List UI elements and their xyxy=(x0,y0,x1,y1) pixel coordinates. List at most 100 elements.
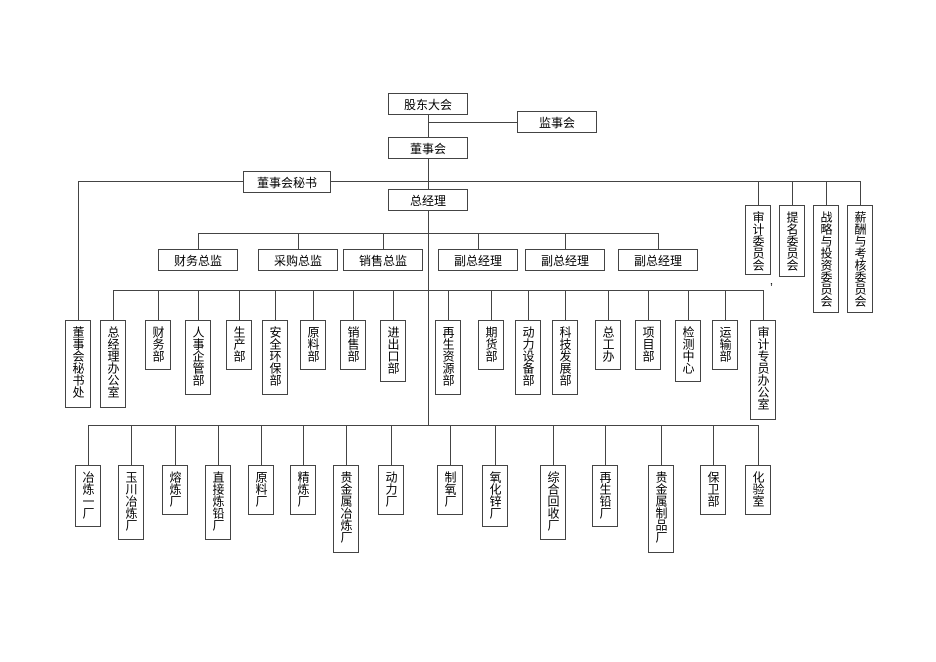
node-hr-management-dept: 人事企管部 xyxy=(185,320,211,395)
connector-line xyxy=(688,290,689,320)
connector-line xyxy=(218,425,219,465)
connector-line xyxy=(158,290,159,320)
connector-line xyxy=(448,290,449,320)
connector-line xyxy=(198,233,658,234)
connector-line xyxy=(383,233,384,249)
node-melting-plant: 熔炼厂 xyxy=(162,465,188,515)
node-board-secretariat: 董事会秘书处 xyxy=(65,320,91,408)
connector-line xyxy=(88,425,89,465)
node-deputy-general-manager-2: 副总经理 xyxy=(525,249,605,271)
connector-line xyxy=(713,425,714,465)
node-refining-plant: 精炼厂 xyxy=(290,465,316,515)
connector-line xyxy=(261,425,262,465)
connector-line xyxy=(826,181,827,205)
connector-line xyxy=(528,290,529,320)
connector-line xyxy=(113,290,763,291)
connector-line xyxy=(491,290,492,320)
node-transportation-dept: 运输部 xyxy=(712,320,738,370)
node-deputy-general-manager-3: 副总经理 xyxy=(618,249,698,271)
node-import-export-dept: 进出口部 xyxy=(380,320,406,382)
connector-line xyxy=(346,425,347,465)
connector-line xyxy=(275,290,276,320)
node-zinc-oxide-plant: 氧化锌厂 xyxy=(482,465,508,527)
connector-line xyxy=(131,425,132,465)
node-general-manager: 总经理 xyxy=(388,189,468,211)
node-direct-lead-smelting-plant: 直接炼铅厂 xyxy=(205,465,231,540)
connector-line xyxy=(78,181,79,320)
connector-line xyxy=(313,290,314,320)
connector-line xyxy=(608,290,609,320)
connector-line xyxy=(495,425,496,465)
connector-line xyxy=(113,290,114,320)
connector-line xyxy=(78,181,860,182)
node-tech-development-dept: 科技发展部 xyxy=(552,320,578,395)
connector-line xyxy=(239,290,240,320)
connector-line xyxy=(658,233,659,249)
connector-line xyxy=(478,233,479,249)
node-audit-specialist-office: 审计专员办公室 xyxy=(750,320,776,420)
connector-line xyxy=(198,290,199,320)
node-board-secretary: 董事会秘书 xyxy=(243,171,331,193)
connector-line xyxy=(428,159,429,189)
connector-line xyxy=(758,181,759,205)
node-chief-engineer-office: 总工办 xyxy=(595,320,621,370)
connector-line xyxy=(763,290,764,320)
connector-line xyxy=(725,290,726,320)
node-production-dept: 生产部 xyxy=(226,320,252,370)
node-renewable-resources-dept: 再生资源部 xyxy=(435,320,461,395)
node-yuchuan-smelting-plant: 玉川冶炼厂 xyxy=(118,465,144,540)
node-raw-materials-dept: 原料部 xyxy=(300,320,326,370)
connector-line xyxy=(565,290,566,320)
node-shareholders-meeting: 股东大会 xyxy=(388,93,468,115)
connector-line xyxy=(605,425,606,465)
node-supervisory-board: 监事会 xyxy=(517,111,597,133)
connector-line xyxy=(428,211,429,425)
node-precious-metal-products-plant: 贵金属制品厂 xyxy=(648,465,674,553)
node-oxygen-plant: 制氧厂 xyxy=(437,465,463,515)
node-safety-environment-dept: 安全环保部 xyxy=(262,320,288,395)
connector-line xyxy=(450,425,451,465)
connector-line xyxy=(353,290,354,320)
connector-line xyxy=(792,181,793,205)
node-precious-metal-smelting-plant: 贵金属冶炼厂 xyxy=(333,465,359,553)
node-sales-dept: 销售部 xyxy=(340,320,366,370)
connector-line xyxy=(553,425,554,465)
connector-line xyxy=(565,233,566,249)
connector-line xyxy=(298,233,299,249)
node-finance-dept: 财务部 xyxy=(145,320,171,370)
node-nomination-committee: 提名委员会 xyxy=(779,205,805,277)
node-power-plant: 动力厂 xyxy=(378,465,404,515)
node-deputy-general-manager-1: 副总经理 xyxy=(438,249,518,271)
connector-line xyxy=(393,290,394,320)
node-smelting-plant-no1: 冶炼一厂 xyxy=(75,465,101,527)
node-testing-center: 检测中心 xyxy=(675,320,701,382)
node-recycled-lead-plant: 再生铅厂 xyxy=(592,465,618,527)
connector-line xyxy=(88,425,758,426)
node-raw-material-plant: 原料厂 xyxy=(248,465,274,515)
node-power-equipment-dept: 动力设备部 xyxy=(515,320,541,395)
connector-line xyxy=(391,425,392,465)
connector-line xyxy=(198,233,199,249)
connector-line xyxy=(428,115,429,137)
node-finance-director: 财务总监 xyxy=(158,249,238,271)
node-audit-committee: 审计委员会 xyxy=(745,205,771,275)
connector-line xyxy=(758,425,759,465)
connector-line xyxy=(661,425,662,465)
node-sales-director: 销售总监 xyxy=(343,249,423,271)
node-project-dept: 项目部 xyxy=(635,320,661,370)
node-purchasing-director: 采购总监 xyxy=(258,249,338,271)
connector-line xyxy=(303,425,304,465)
node-strategy-investment-committee: 战略与投资委员会 xyxy=(813,205,839,313)
node-board-of-directors: 董事会 xyxy=(388,137,468,159)
node-gm-office: 总经理办公室 xyxy=(100,320,126,408)
stray-mark: ’ xyxy=(770,280,773,295)
node-remuneration-assessment-committee: 薪酬与考核委员会 xyxy=(847,205,873,313)
node-security-dept: 保卫部 xyxy=(700,465,726,515)
node-laboratory: 化验室 xyxy=(745,465,771,515)
node-futures-dept: 期货部 xyxy=(478,320,504,370)
connector-line xyxy=(860,181,861,205)
connector-line xyxy=(175,425,176,465)
connector-line xyxy=(648,290,649,320)
node-comprehensive-recovery-plant: 综合回收厂 xyxy=(540,465,566,540)
